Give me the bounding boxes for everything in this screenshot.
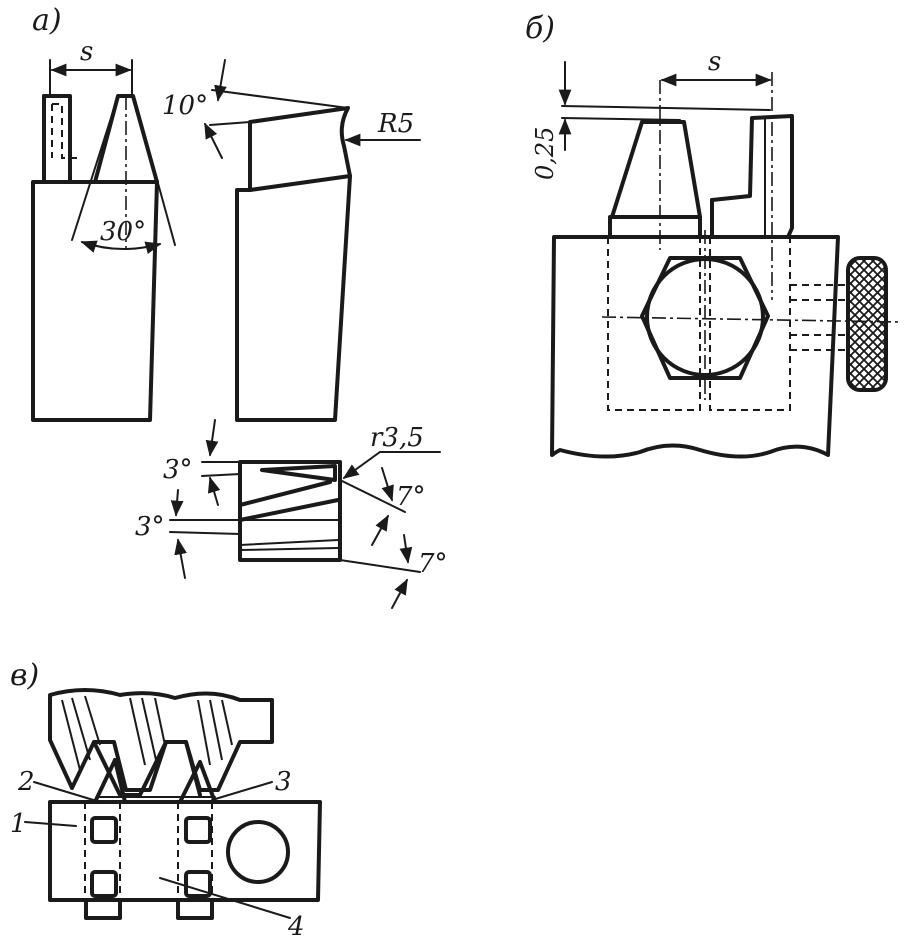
panel-b-label: б): [525, 11, 555, 46]
dim-s-label-b: s: [708, 47, 721, 77]
callout-2: 2: [17, 767, 35, 797]
panel-c-label: в): [10, 658, 39, 693]
angle-7-bottom-label: 7°: [418, 549, 448, 579]
dim-s-label-a: s: [80, 37, 93, 67]
angle-3-bottom-label: 3°: [135, 512, 165, 542]
angle-7-top-label: 7°: [396, 482, 426, 512]
base-plate: [48, 800, 322, 902]
callout-3: 3: [275, 767, 292, 797]
radius-r5-label: R5: [377, 109, 414, 139]
angle-10-label: 10°: [162, 91, 208, 121]
cutter-front-view: 30° s: [31, 37, 176, 422]
fixed-jaw: [710, 114, 794, 239]
callout-1: 1: [10, 809, 27, 839]
offset-label: 0,25: [531, 127, 559, 180]
cutter-side-view: 10° R5: [162, 59, 421, 422]
angle-30-label: 30°: [100, 217, 146, 247]
cutter-detail-view: 3° 3° r3,5 7° 7°: [135, 419, 448, 609]
panel-c: в) 1 2 3 4: [10, 658, 322, 942]
panel-a-label: а): [32, 3, 62, 38]
panel-a: а) 30° s 10°: [31, 3, 448, 609]
knurled-screw: [846, 256, 888, 392]
holder-body: [550, 235, 840, 459]
gear-teeth: [48, 688, 274, 797]
panel-b: б) s 0,2: [525, 11, 901, 459]
clamped-cutter: [610, 120, 702, 219]
callout-4: 4: [287, 912, 305, 942]
radius-r35-label: r3,5: [370, 423, 424, 453]
round-hole: [226, 820, 290, 884]
angle-3-top-label: 3°: [163, 455, 193, 485]
